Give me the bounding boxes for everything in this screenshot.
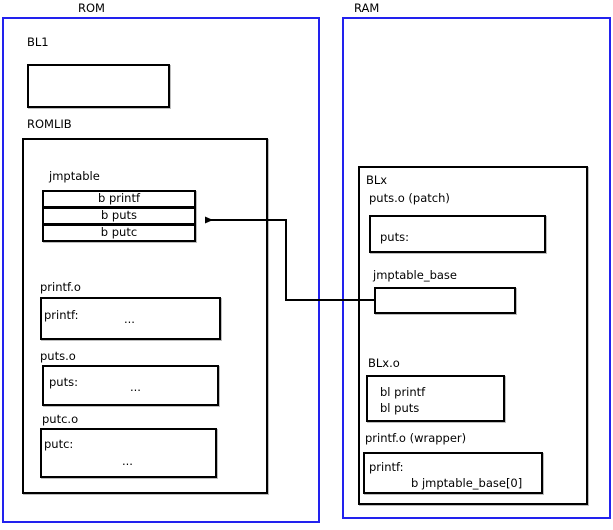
rom-region-label: ROM: [78, 1, 105, 15]
romlib-puts-o-box: puts: ...: [42, 365, 219, 406]
romlib-putc-o-box: putc: ...: [40, 428, 217, 478]
romlib-puts-symbol: puts:: [49, 375, 78, 389]
romlib-printf-o-box: printf: ...: [40, 297, 221, 340]
romlib-printf-body: ...: [124, 312, 135, 326]
bl1-box: [27, 64, 170, 108]
jmptable-base-box[interactable]: [374, 287, 516, 314]
jmptable-base-label: jmptable_base: [373, 268, 457, 282]
romlib-puts-o-label: puts.o: [40, 349, 76, 363]
romlib-puts-body: ...: [130, 380, 141, 394]
romlib-printf-symbol: printf:: [44, 308, 79, 322]
wrapper-box: printf: b jmptable_base[0]: [363, 452, 543, 494]
blx-patch-symbol: puts:: [380, 230, 409, 244]
wrapper-line-1: printf:: [369, 460, 404, 474]
ram-region-label: RAM: [354, 1, 380, 15]
blx-o-line-1: bl printf: [380, 385, 426, 399]
romlib-label: ROMLIB: [27, 117, 72, 131]
romlib-putc-symbol: putc:: [44, 437, 74, 451]
wrapper-label: printf.o (wrapper): [365, 431, 467, 445]
jmptable-entry-1[interactable]: b puts: [42, 207, 196, 225]
blx-o-box: bl printf bl puts: [366, 375, 505, 422]
blx-o-line-2: bl puts: [380, 401, 420, 415]
blx-patch-label: puts.o (patch): [369, 191, 450, 205]
romlib-putc-body: ...: [122, 454, 133, 468]
blx-patch-box: puts:: [369, 215, 546, 253]
jmptable-entry-2[interactable]: b putc: [42, 224, 196, 242]
bl1-label: BL1: [27, 35, 49, 49]
jmptable-label: jmptable: [49, 169, 100, 183]
romlib-putc-o-label: putc.o: [42, 412, 79, 426]
jmptable-entry-0[interactable]: b printf: [42, 190, 196, 208]
romlib-printf-o-label: printf.o: [40, 280, 81, 294]
wrapper-line-2: b jmptable_base[0]: [411, 476, 523, 490]
blx-label: BLx: [366, 173, 388, 187]
blx-o-label: BLx.o: [368, 356, 400, 370]
